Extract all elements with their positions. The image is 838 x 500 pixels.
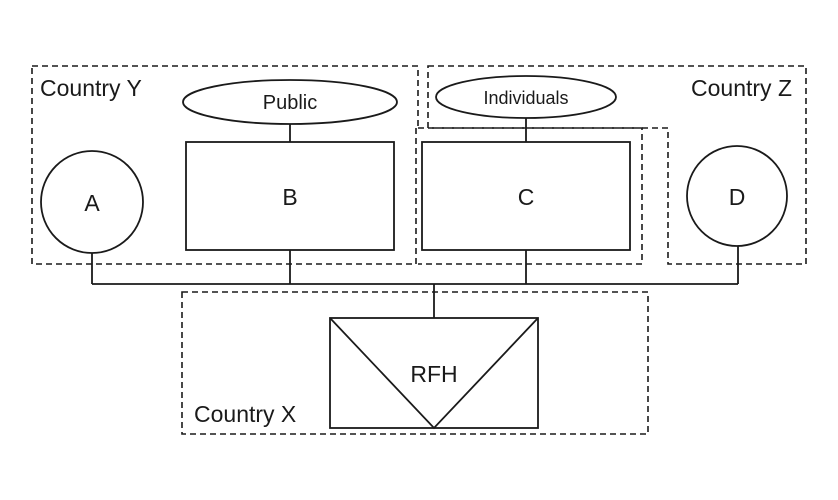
country-y-label: Country Y [40, 75, 142, 101]
owner-individuals-node [435, 75, 617, 119]
country-x-label: Country X [194, 401, 296, 427]
node-a [40, 150, 144, 254]
node-b-label: B [282, 184, 297, 210]
node-b [185, 141, 395, 251]
entity-c-region [418, 127, 643, 265]
country-y-region [31, 65, 419, 265]
owner-individuals-label: Individuals [483, 88, 568, 108]
node-c [421, 141, 631, 251]
node-d-label: D [729, 184, 746, 210]
node-d [686, 145, 788, 247]
country-x-region [181, 291, 649, 435]
owner-public-node [182, 79, 398, 125]
node-rfh-triangle [329, 317, 539, 430]
node-a-label: A [84, 190, 100, 216]
owner-public-label: Public [263, 92, 317, 114]
country-z-label: Country Z [691, 75, 792, 101]
node-rfh-label: RFH [410, 361, 457, 387]
node-c-label: C [518, 184, 535, 210]
